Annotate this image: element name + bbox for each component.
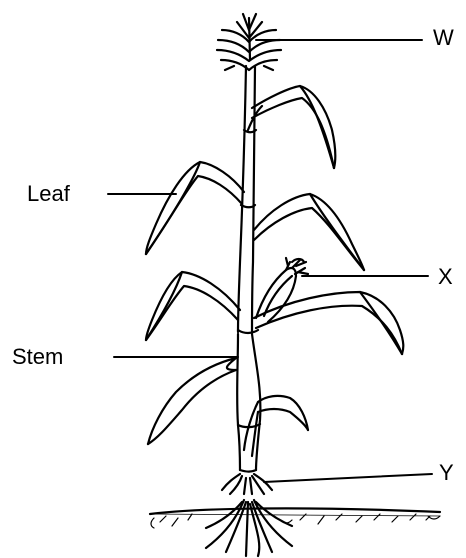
leaf-lower-right bbox=[254, 292, 403, 354]
prop-roots bbox=[222, 474, 272, 494]
label-x: X bbox=[438, 266, 453, 288]
leader-line-y bbox=[264, 474, 432, 482]
label-stem: Stem bbox=[12, 346, 63, 368]
leaf-lower-left bbox=[146, 272, 240, 340]
leaf-bottom-left bbox=[148, 358, 236, 444]
label-leaf: Leaf bbox=[27, 183, 70, 205]
leaf-middle-right bbox=[254, 194, 364, 270]
leader-lines bbox=[108, 40, 432, 482]
leaf-top-right bbox=[248, 86, 335, 168]
soil bbox=[150, 508, 440, 528]
label-w: W bbox=[433, 27, 454, 49]
leaf-upper-left bbox=[146, 162, 244, 254]
label-y: Y bbox=[439, 462, 454, 484]
tassel bbox=[217, 14, 281, 70]
